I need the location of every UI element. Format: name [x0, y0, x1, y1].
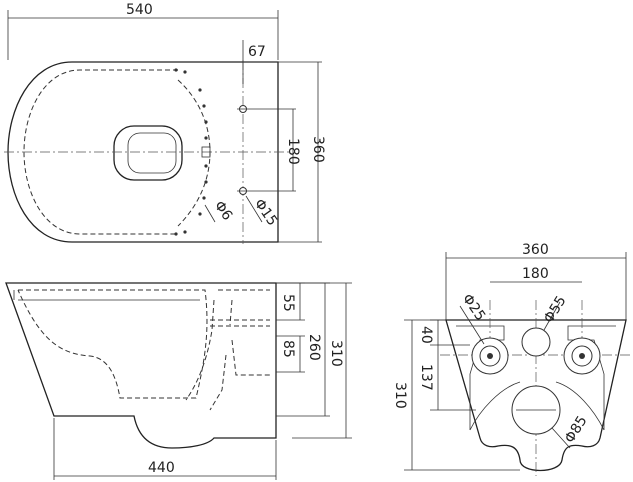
- top-view-drain-outer: [113, 125, 183, 181]
- dim-rear-outlet-offset: 137: [418, 364, 434, 391]
- dim-rear-fixing-spacing: 180: [522, 266, 549, 282]
- dim-rear-total-height: 310: [392, 382, 408, 409]
- dim-inlet-height: 55: [280, 294, 296, 312]
- side-view-outline: [5, 282, 277, 449]
- label-fixing-hole-dia: Φ15: [251, 196, 281, 229]
- label-bolt-hole-dia: Φ25: [459, 291, 489, 324]
- top-view: 540 67 360 180 Φ6 Φ15: [4, 2, 326, 244]
- dim-rear-top-offset: 40: [418, 326, 434, 344]
- dim-top-width: 360: [310, 136, 326, 163]
- dim-outlet-height: 85: [280, 340, 296, 358]
- dim-inner-height: 260: [306, 334, 322, 361]
- rear-view-outline: [445, 319, 627, 472]
- dim-rear-offset: 67: [248, 44, 266, 60]
- top-view-small-holes: [174, 68, 211, 236]
- dim-top-fixing-spacing: 180: [285, 138, 301, 165]
- side-view: 55 85 260 310 440: [5, 282, 352, 480]
- rear-view: 360 180 Φ25 Φ55 Φ85 40 137 310: [392, 242, 630, 476]
- dim-rear-width: 360: [522, 242, 549, 258]
- side-view-rim: [13, 290, 200, 301]
- side-view-bowl: [17, 289, 208, 399]
- label-outlet-dia: Φ85: [562, 413, 591, 446]
- side-view-trap: [185, 289, 270, 411]
- label-inlet-dia: Φ55: [541, 293, 570, 326]
- rear-view-inlet: [521, 327, 551, 357]
- dim-base-length: 440: [148, 460, 175, 476]
- top-view-inner-rim-2: [177, 79, 211, 227]
- label-small-hole-dia: Φ6: [211, 198, 236, 224]
- dim-total-height: 310: [328, 340, 344, 367]
- top-view-drain-inner: [127, 132, 177, 174]
- top-view-inner-rim: [23, 69, 178, 235]
- dim-top-length: 540: [126, 2, 153, 18]
